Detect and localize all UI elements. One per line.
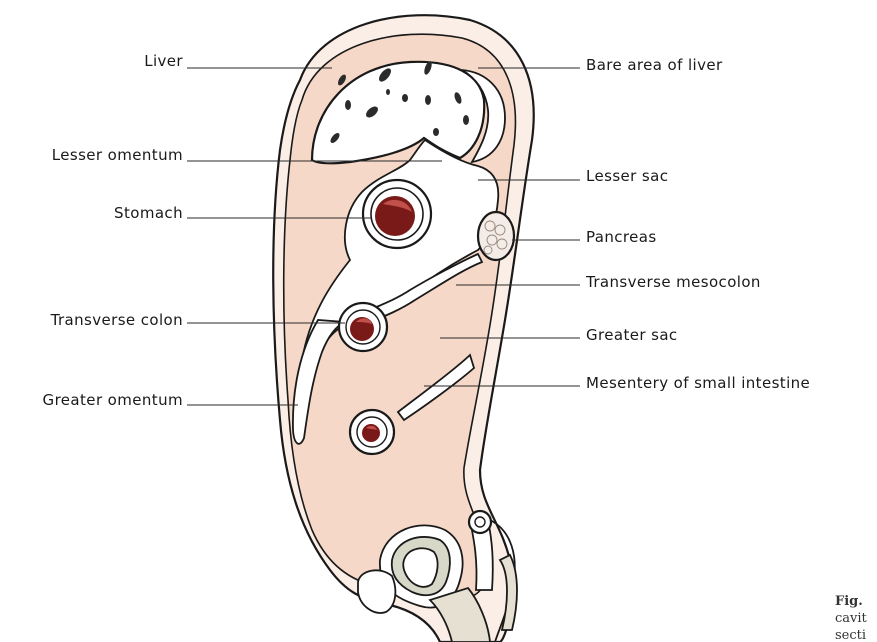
label-transverse-mesocolon: Transverse mesocolon — [585, 273, 761, 291]
label-pancreas: Pancreas — [586, 228, 657, 246]
label-stomach: Stomach — [114, 204, 183, 222]
caption-fig: Fig. — [835, 594, 863, 609]
caption-line-3: secti — [835, 628, 866, 642]
stomach — [363, 180, 431, 248]
caption-line-2: cavit — [835, 611, 868, 626]
figure-caption: Fig. cavit secti — [835, 594, 868, 642]
label-bare-area-of-liver: Bare area of liver — [586, 56, 723, 74]
label-lesser-omentum: Lesser omentum — [52, 146, 183, 164]
label-greater-omentum: Greater omentum — [43, 391, 183, 409]
transverse-colon — [339, 303, 387, 351]
pancreas — [478, 212, 514, 260]
label-greater-sac: Greater sac — [586, 326, 678, 344]
label-transverse-colon: Transverse colon — [50, 311, 183, 329]
label-liver: Liver — [144, 52, 183, 70]
label-mesentery-of-small-intestine: Mesentery of small intestine — [586, 374, 810, 392]
small-intestine — [350, 410, 394, 454]
label-lesser-sac: Lesser sac — [586, 167, 668, 185]
